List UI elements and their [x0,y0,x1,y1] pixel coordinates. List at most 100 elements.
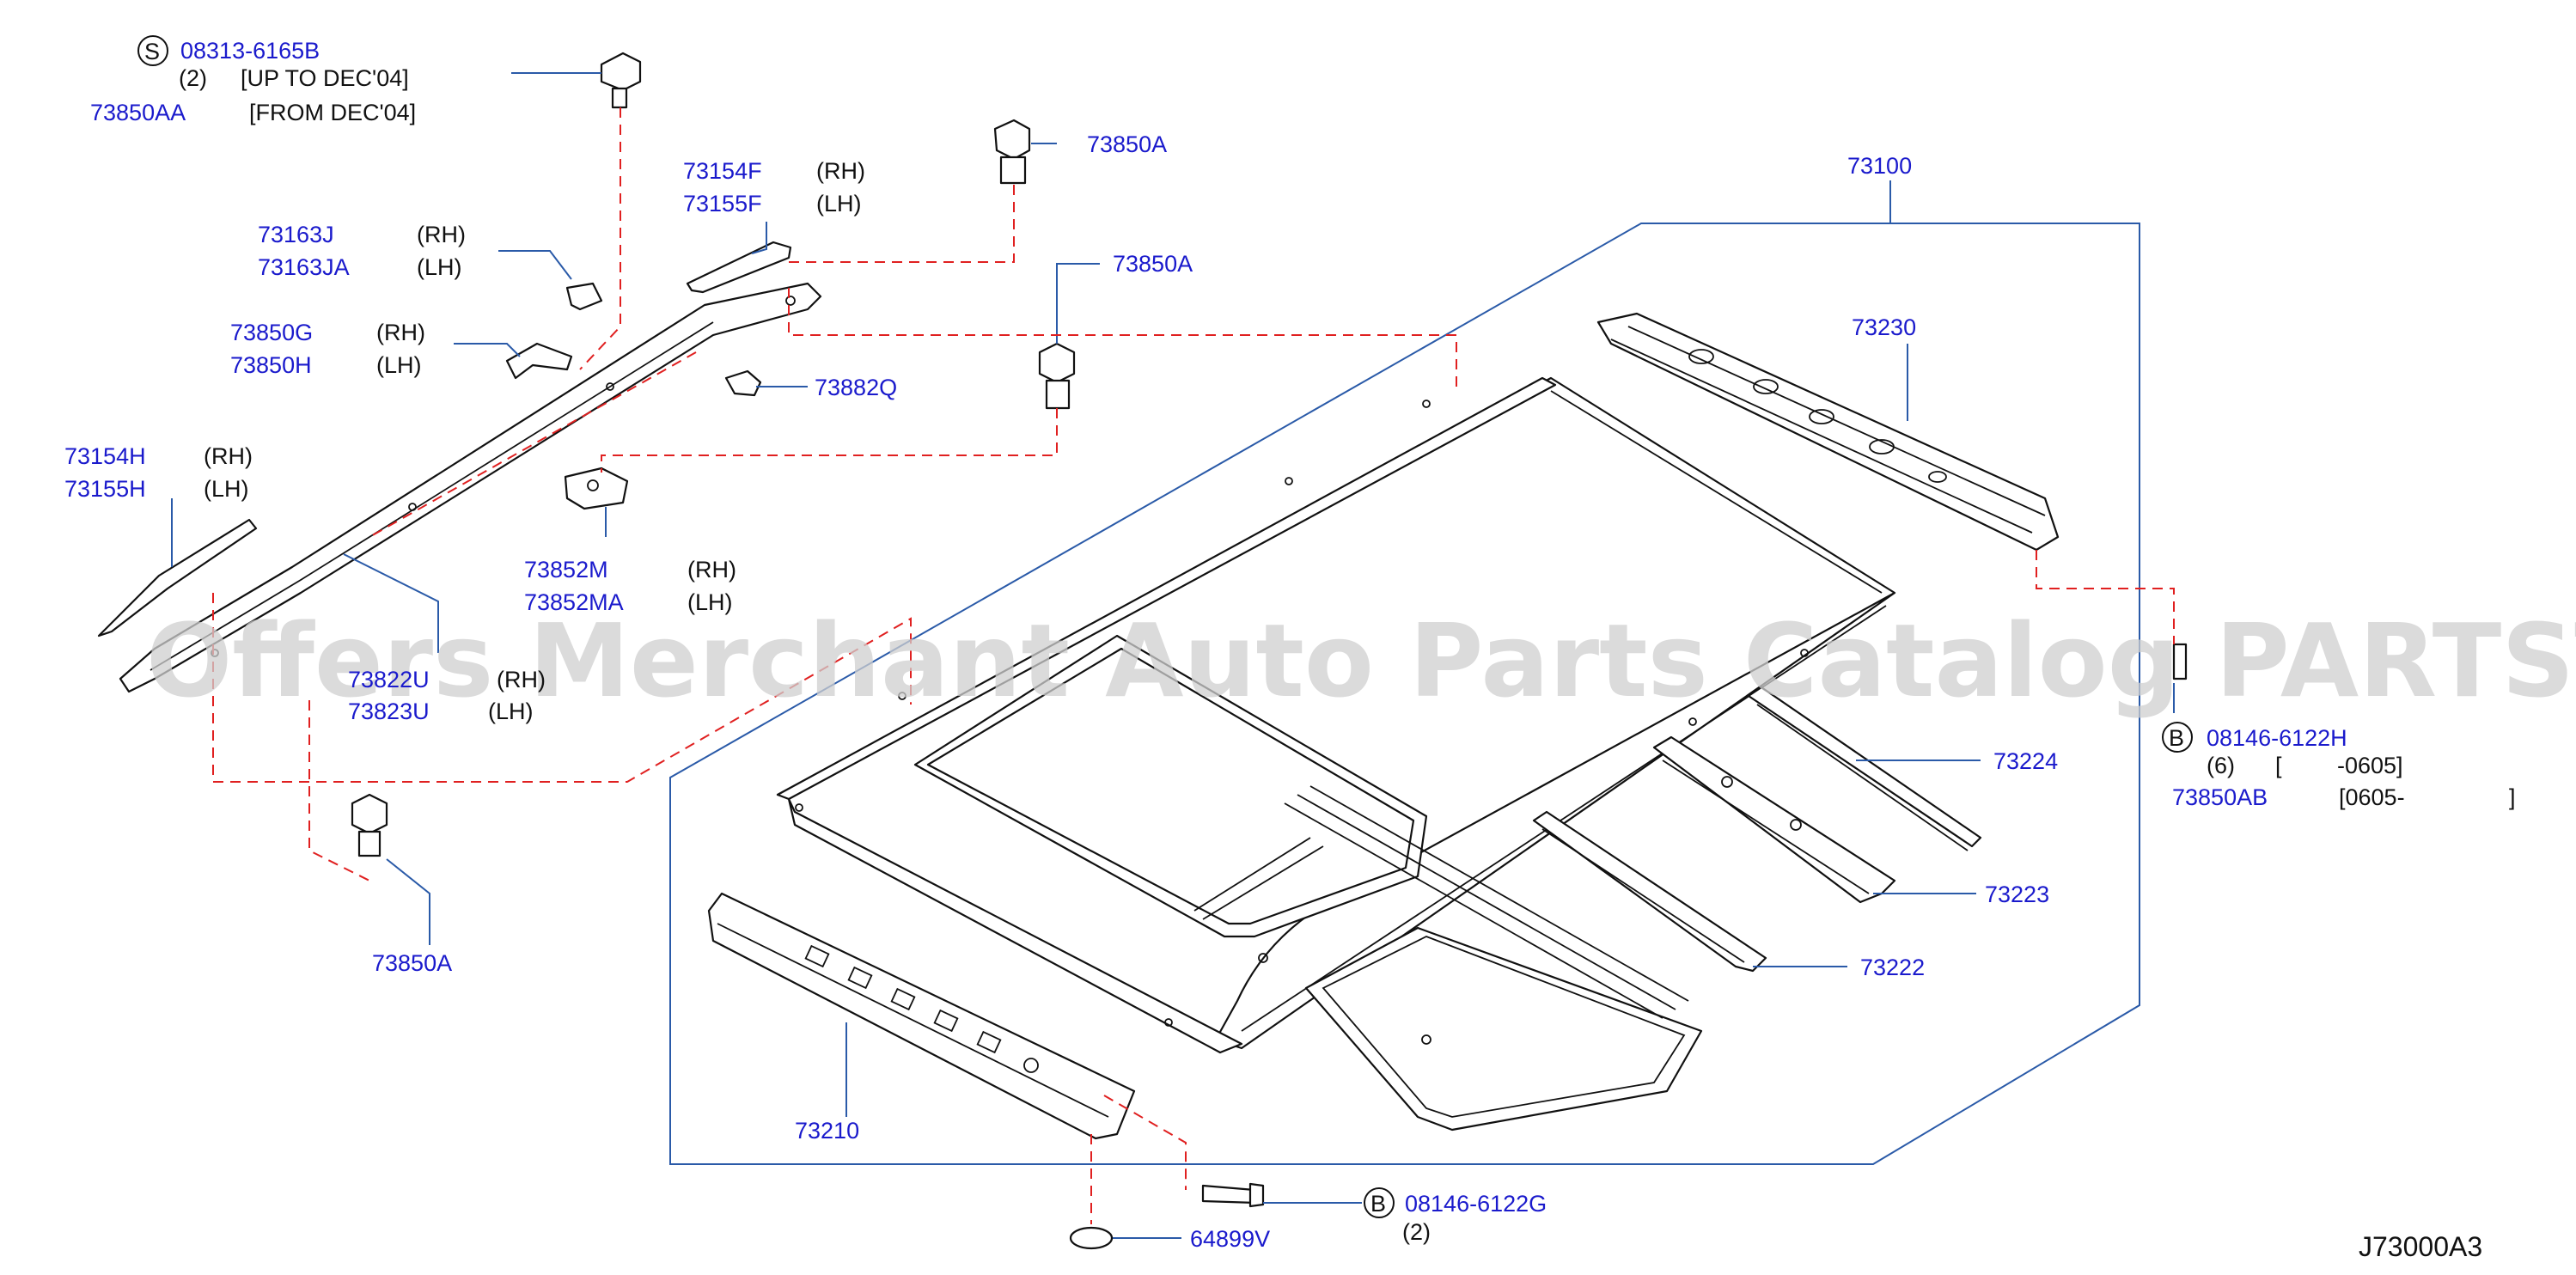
assembly-boundary [669,223,2140,1165]
callout-73823U[interactable]: 73823U (LH) [348,699,534,724]
side: (LH) [417,254,462,280]
callout-73850A-bottom[interactable]: 73850A [372,950,452,976]
part-number[interactable]: 08313-6165B [180,38,320,64]
callout-73163JA[interactable]: 73163JA (LH) [258,254,462,280]
quantity: (2) [179,65,207,91]
plug-64899V-drawing [1069,1226,1114,1250]
part-number[interactable]: 73163JA [258,254,350,280]
callout-73850AA[interactable]: 73850AA [FROM DEC'04] [90,100,416,125]
part-number[interactable]: 73223 [1985,882,2049,907]
part-number[interactable]: 08146-6122H [2207,725,2347,751]
callout-73850A-mid[interactable]: 73850A [1113,251,1193,277]
part-number[interactable]: 73823U [348,699,430,724]
callout-73210[interactable]: 73210 [795,1118,859,1144]
bolt-08313-6165B-drawing [600,52,642,109]
part-number[interactable]: 73210 [795,1118,859,1144]
callout-08313-6165B[interactable]: S 08313-6165B (2) [UP TO DEC'04] [137,35,409,91]
callout-73882Q[interactable]: 73882Q [815,375,897,400]
date-note-open: [0605- [2339,784,2405,810]
part-number[interactable]: 73850AA [90,100,186,125]
bolt-08146-6122H-drawing [2172,643,2188,680]
quantity: (6) [2207,753,2235,778]
part-number[interactable]: 73224 [1993,748,2058,774]
callout-73822U[interactable]: 73822U (RH) [348,667,546,692]
roof-bow-73222-drawing [1532,810,1767,973]
rail-end-cover-73154F-drawing [686,241,792,294]
callout-73155F[interactable]: 73155F (LH) [683,191,862,217]
callout-08146-6122H[interactable]: B 08146-6122H (6) [ -0605] [2162,722,2403,778]
side: (LH) [488,699,534,724]
part-number[interactable]: 64899V [1190,1226,1270,1252]
code-letter: B [1370,1191,1386,1217]
watermark-text: Offers Merchant Auto Parts Catalog PARTS… [146,601,2576,720]
bracket-73852M-drawing [564,467,629,510]
part-number[interactable]: 73850G [230,320,313,345]
date-note-close: ] [2509,784,2516,810]
side: (RH) [816,158,865,184]
part-number[interactable]: 73100 [1847,153,1912,179]
clip-73850A-3-drawing [351,793,388,857]
callout-73852MA[interactable]: 73852MA (LH) [524,589,733,615]
front-header-73230-drawing [1596,312,2060,552]
clip-73850A-2-drawing [1038,342,1076,410]
callout-73223[interactable]: 73223 [1985,882,2049,907]
part-number[interactable]: 73850A [1087,131,1167,157]
rail-cover-73154H-drawing [97,518,258,638]
clip-73850G-drawing [505,342,573,380]
callout-73850AB[interactable]: 73850AB [0605- ] [2172,784,2516,810]
part-number[interactable]: 73155H [64,476,146,502]
callout-73852M[interactable]: 73852M (RH) [524,557,736,583]
callout-73154F[interactable]: 73154F (RH) [683,158,865,184]
date-note-close: -0605] [2337,753,2403,778]
code-circle-icon [2162,722,2193,753]
part-number[interactable]: 73850A [372,950,452,976]
rear-header-73210-drawing [707,892,1136,1140]
date-note: [FROM DEC'04] [249,100,416,125]
part-number[interactable]: 73230 [1852,314,1916,340]
callout-73222[interactable]: 73222 [1860,955,1925,980]
code-letter: B [2169,725,2184,751]
callout-73163J[interactable]: 73163J (RH) [258,222,466,247]
part-number[interactable]: 73850H [230,352,312,378]
callout-73230[interactable]: 73230 [1852,314,1916,340]
part-number[interactable]: 73852M [524,557,608,583]
callout-08146-6122G[interactable]: B 08146-6122G (2) [1364,1187,1547,1245]
side: (RH) [376,320,425,345]
date-note-open: [ [2275,753,2282,778]
side: (LH) [816,191,862,217]
roof-bow-73224-drawing [1747,686,1982,851]
part-number[interactable]: 73163J [258,222,334,247]
part-number[interactable]: 73155F [683,191,762,217]
part-number[interactable]: 73882Q [815,375,897,400]
callout-73224[interactable]: 73224 [1993,748,2058,774]
code-circle-icon [1364,1187,1395,1218]
side: (LH) [687,589,733,615]
part-number[interactable]: 73822U [348,667,430,692]
clip-73850A-1-drawing [993,119,1031,185]
part-number[interactable]: 73154H [64,443,146,469]
grommet-73882Q-drawing [724,369,762,397]
part-number[interactable]: 73850AB [2172,784,2268,810]
part-number[interactable]: 73852MA [524,589,624,615]
side: (RH) [417,222,466,247]
part-number[interactable]: 08146-6122G [1405,1191,1547,1217]
callout-73154H[interactable]: 73154H (RH) [64,443,253,469]
callout-73850G[interactable]: 73850G (RH) [230,320,425,345]
leader-lines [171,72,2175,1239]
callout-73155H[interactable]: 73155H (LH) [64,476,249,502]
roof-bow-73223-drawing [1652,735,1896,904]
side: (LH) [376,352,422,378]
callout-73850H[interactable]: 73850H (LH) [230,352,422,378]
callout-73850A-top[interactable]: 73850A [1087,131,1167,157]
part-number[interactable]: 73850A [1113,251,1193,277]
bolt-08146-6122G-drawing [1201,1182,1265,1208]
code-circle-icon [137,35,168,66]
part-number[interactable]: 73154F [683,158,762,184]
clip-73163J-drawing [565,282,603,311]
callout-64899V[interactable]: 64899V [1190,1226,1270,1252]
part-number[interactable]: 73222 [1860,955,1925,980]
side: (RH) [204,443,253,469]
diagram-code: J73000A3 [2359,1231,2482,1262]
side: (RH) [687,557,736,583]
callout-73100[interactable]: 73100 [1847,153,1912,179]
